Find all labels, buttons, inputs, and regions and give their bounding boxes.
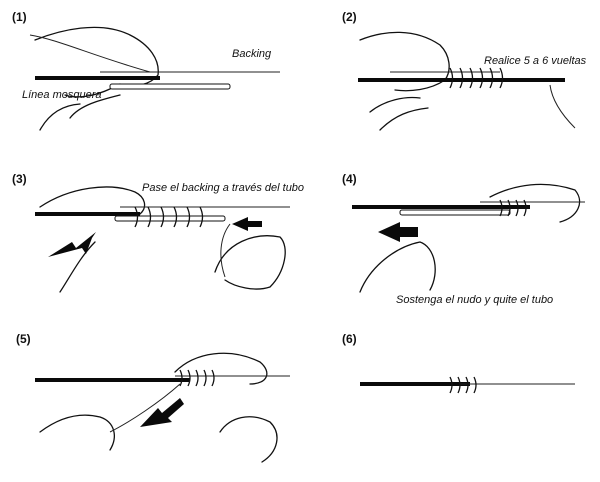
step-4-illustration bbox=[352, 183, 585, 293]
arrow-left-icon bbox=[232, 217, 262, 231]
step-number-2: (2) bbox=[342, 10, 357, 24]
panel-2: (2) Realice 5 a 6 vueltas bbox=[300, 0, 600, 150]
label-pass-backing: Pase el backing a través del tubo bbox=[142, 182, 305, 194]
step-3-illustration bbox=[35, 186, 290, 293]
step-number-4: (4) bbox=[342, 172, 357, 186]
panel-6: (6) bbox=[300, 322, 600, 482]
arrow-down-left-icon bbox=[48, 232, 96, 257]
step-number-3: (3) bbox=[12, 172, 27, 186]
step-2-illustration bbox=[358, 31, 576, 131]
label-fly-line: Línea mosquera bbox=[22, 89, 102, 101]
arrow-down-left-icon bbox=[140, 398, 184, 427]
label-hold-knot: Sostenga el nudo y quite el tubo bbox=[396, 294, 554, 306]
hand-illustration bbox=[359, 31, 450, 113]
arrow-left-icon bbox=[378, 222, 418, 242]
step-6-illustration bbox=[360, 376, 575, 394]
hand-illustration bbox=[39, 186, 146, 293]
step-number-5: (5) bbox=[16, 332, 31, 346]
step-number-1: (1) bbox=[12, 10, 27, 24]
step-5-illustration bbox=[35, 352, 290, 463]
label-turns: Realice 5 a 6 vueltas bbox=[484, 55, 587, 67]
hand-illustration bbox=[174, 352, 268, 385]
panel-4: (4) Sostenga el nudo y quite el tubo bbox=[300, 162, 600, 312]
step-number-6: (6) bbox=[342, 332, 357, 346]
panel-5: (5) bbox=[0, 322, 300, 482]
label-backing: Backing bbox=[232, 48, 272, 60]
hand-illustration bbox=[489, 183, 581, 223]
panel-1: (1) Backing Línea mosquera bbox=[0, 0, 300, 150]
step-1-illustration bbox=[29, 26, 280, 131]
panel-3: (3) Pase el backing a través del tubo bbox=[0, 162, 304, 312]
